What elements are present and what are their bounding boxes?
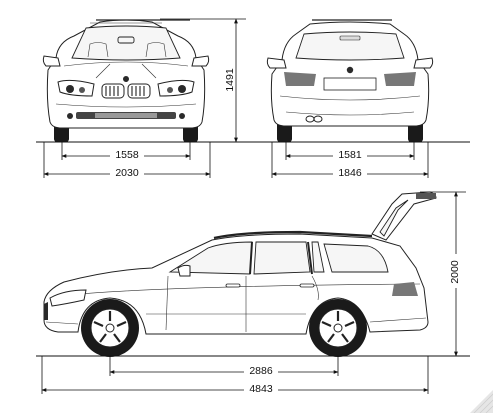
cargo-window: [323, 243, 389, 273]
kidney-grille: [101, 83, 151, 99]
overall-length-value: 4843: [249, 383, 273, 395]
side-view: [43, 191, 437, 357]
front-badge-icon: [123, 76, 129, 82]
rear-right-mirror: [413, 57, 434, 69]
rear-right-taillight: [384, 72, 416, 86]
tailgate-height-value: 2000: [449, 260, 461, 284]
rear-window: [295, 31, 405, 61]
body-width-dimension: 1846: [271, 142, 429, 179]
front-left-headlight: [57, 79, 95, 97]
rear-track-value: 1581: [338, 149, 362, 161]
front-track-value: 1558: [115, 149, 139, 161]
overall-width-value: 2030: [115, 167, 139, 179]
height-value: 1491: [224, 68, 236, 92]
front-right-headlight: [157, 79, 195, 97]
tailgate-height-dimension: 2000: [420, 191, 466, 357]
rear-quarter-window: [311, 241, 325, 273]
front-left-mirror: [42, 55, 61, 67]
front-right-mirror: [191, 55, 210, 67]
wheelbase-value: 2886: [249, 365, 273, 377]
page-corner-decoration: [470, 390, 493, 413]
rear-left-mirror: [266, 57, 287, 69]
front-track-dimension: 1558: [61, 142, 191, 161]
rear-left-taillight: [284, 72, 316, 86]
front-wheel: [81, 299, 139, 357]
overall-length-dimension: 4843: [41, 356, 429, 395]
wheelbase-dimension: 2886: [109, 356, 339, 377]
rear-side-window: [253, 241, 311, 275]
side-taillight: [392, 282, 418, 296]
front-view: [42, 19, 210, 142]
rear-view: [266, 19, 434, 142]
side-headlight: [49, 289, 87, 307]
rear-wheel: [309, 299, 367, 357]
height-dimension: 1491: [160, 18, 246, 143]
overall-width-dimension: 2030: [43, 142, 211, 179]
exhaust-icon: [305, 115, 315, 123]
rear-view-mirror: [117, 36, 135, 44]
rear-badge-icon: [346, 66, 354, 74]
side-mirror: [177, 264, 191, 277]
rear-track-dimension: 1581: [285, 142, 415, 161]
body-width-value: 1846: [338, 167, 362, 179]
